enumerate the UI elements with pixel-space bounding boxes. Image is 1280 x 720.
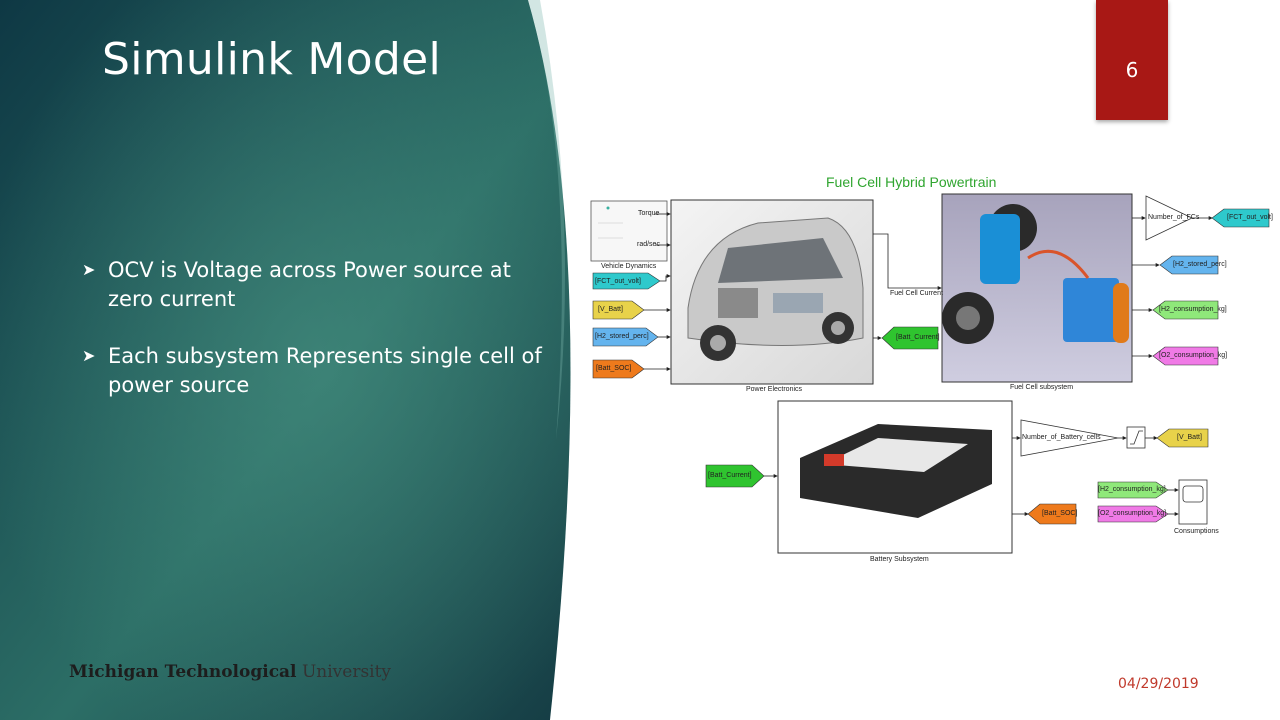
goto-tag-batt-current-out[interactable] [881,326,939,350]
port-rad-sec-label: rad/sec [637,241,660,248]
signal-wires [644,212,1213,516]
bullet-item: ➤ Each subsystem Represents single cell … [82,342,542,399]
vehicle-dynamics-block[interactable] [590,200,668,262]
goto-tag-fct-out-volt-right[interactable] [1211,208,1270,228]
from-tag-h2-consumption[interactable] [1097,481,1169,499]
battery-subsystem-label: Battery Subsystem [870,556,929,563]
tag-label: [H2_stored_perc] [1173,261,1227,268]
from-tag-batt-current[interactable] [705,464,765,488]
tag-label: [O2_consumption_kg] [1098,510,1167,517]
goto-tag-h2-consumption-right[interactable] [1152,300,1219,320]
logo-bold-text: Michigan Technological [69,662,297,682]
panel-background [0,0,571,720]
bullet-text: Each subsystem Represents single cell of… [108,344,542,397]
tag-label: [FCT_out_volt] [1227,214,1273,221]
arrow-bullet-icon: ➤ [82,260,96,279]
diagram-canvas [590,193,1270,554]
tag-label: [Batt_SOC] [1042,510,1078,517]
consumptions-label: Consumptions [1174,528,1219,535]
university-logo: Michigan Technological University [69,662,391,682]
diagram-title: Fuel Cell Hybrid Powertrain [826,174,997,190]
gain-fcs-label: Number_of_FCs [1148,214,1200,221]
tag-label: [H2_consumption_kg] [1159,306,1227,313]
tag-label: [H2_consumption_kg] [1098,486,1166,493]
tag-label: [O2_consumption_kg] [1159,352,1228,359]
slide-title: Simulink Model [102,34,442,85]
tag-label: [V_Batt] [598,306,623,313]
tag-label: [V_Batt] [1177,434,1202,441]
tag-label: [Batt_Current] [708,472,752,479]
title-panel: Simulink Model ➤ OCV is Voltage across P… [0,0,600,720]
battery-subsystem-block[interactable] [777,400,1013,554]
arrow-bullet-icon: ➤ [82,346,96,365]
slide-date: 04/29/2019 [1118,676,1199,692]
from-tag-o2-consumption[interactable] [1097,505,1169,523]
tag-label: [FCT_out_volt] [595,278,641,285]
goto-tag-o2-consumption-right[interactable] [1152,346,1219,366]
goto-tag-h2-stored-perc[interactable] [592,327,659,347]
saturation-block[interactable] [1126,426,1146,449]
power-electronics-label: Power Electronics [746,386,803,393]
vehicle-dynamics-label: Vehicle Dynamics [601,263,657,270]
goto-tag-v-batt[interactable] [592,300,645,320]
bullet-item: ➤ OCV is Voltage across Power source at … [82,256,542,313]
goto-tag-fct-out-volt[interactable] [592,272,661,290]
simulink-diagram: Fuel Cell Hybrid Powertrain Torque rad/s… [588,168,1278,570]
port-torque-label: Torque [638,210,660,217]
consumptions-scope-block[interactable] [1178,479,1208,525]
tag-label: [Batt_Current] [896,334,940,341]
fuel-cell-subsystem-label: Fuel Cell subsystem [1010,384,1074,391]
fuel-cell-current-label: Fuel Cell Current [890,290,943,297]
gain-number-of-fcs[interactable] [1145,195,1193,241]
goto-tag-batt-soc[interactable] [592,359,645,379]
bullet-list: ➤ OCV is Voltage across Power source at … [82,256,542,428]
bullet-text: OCV is Voltage across Power source at ze… [108,258,511,311]
goto-tag-v-batt-right[interactable] [1156,428,1209,448]
fuel-cell-subsystem-block[interactable] [941,193,1133,383]
tag-label: [H2_stored_perc] [595,333,649,340]
goto-tag-batt-soc-right[interactable] [1027,503,1077,525]
goto-tag-h2-stored-perc-right[interactable] [1159,255,1219,275]
logo-regular-text: University [301,662,392,682]
page-number: 6 [1125,58,1139,82]
power-electronics-block[interactable] [670,199,874,385]
gain-battery-cells-label: Number_of_Battery_cells [1022,434,1101,441]
gain-number-of-battery-cells[interactable] [1020,419,1119,457]
tag-label: [Batt_SOC] [596,365,632,372]
page-number-tab: 6 [1096,0,1168,120]
